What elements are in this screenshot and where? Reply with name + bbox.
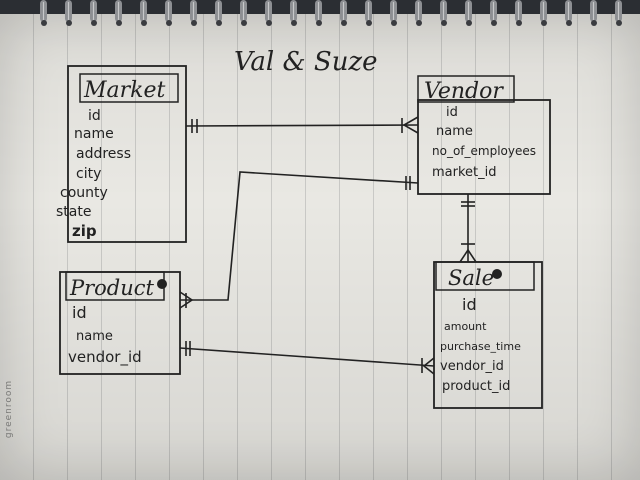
binding-hole (441, 20, 447, 26)
vendor-title: Vendor (424, 79, 504, 104)
sale-field: id (462, 295, 477, 314)
relationship-vendor-sale (459, 194, 477, 263)
crows-foot-icon (402, 116, 419, 134)
crows-foot-icon (459, 248, 477, 263)
crows-foot-icon (179, 291, 194, 309)
notebook-brand-label: greenroom (4, 379, 15, 439)
binding-hole (591, 20, 597, 26)
primary-key-marker-icon (157, 279, 167, 289)
sale-header (435, 261, 535, 291)
product-title: Product (69, 276, 155, 300)
sale-field: purchase_time (440, 340, 521, 353)
binding-hole (291, 20, 297, 26)
binding-hole (116, 20, 122, 26)
vendor-field: market_id (432, 165, 497, 180)
sale-title: Sale (448, 266, 494, 290)
entity-market: Market id name address city county state… (56, 65, 187, 243)
notebook-paper (0, 14, 640, 480)
market-header (79, 73, 179, 103)
market-title: Market (83, 78, 166, 103)
market-box (67, 65, 187, 243)
binding-hole (191, 20, 197, 26)
market-field: zip (72, 222, 97, 240)
entity-sale: Sale id amount purchase_time vendor_id p… (433, 261, 543, 409)
entity-vendor: Vendor id name no_of_employees market_id (417, 75, 551, 195)
binding-hole (416, 20, 422, 26)
vendor-box (417, 99, 551, 195)
binding-hole (216, 20, 222, 26)
binding-hole (541, 20, 547, 26)
market-field: county (60, 185, 108, 201)
binding-hole (141, 20, 147, 26)
product-field: name (76, 329, 113, 344)
relationship-market-vendor (185, 116, 419, 134)
vendor-field: name (436, 124, 473, 139)
market-field: id (88, 108, 101, 124)
primary-key-marker-icon (492, 269, 502, 279)
sale-field: amount (444, 320, 487, 333)
market-field: city (76, 166, 101, 182)
sale-field: vendor_id (440, 359, 504, 374)
product-field: id (72, 303, 87, 322)
diagram-title: Val & Suze (234, 47, 378, 77)
binding-hole (241, 20, 247, 26)
binding-hole (166, 20, 172, 26)
binding-hole (616, 20, 622, 26)
market-field: address (76, 146, 131, 162)
binding-hole (366, 20, 372, 26)
product-field: vendor_id (68, 348, 142, 367)
crows-foot-icon (422, 357, 435, 375)
binding-hole (91, 20, 97, 26)
binding-hole (566, 20, 572, 26)
vendor-field: no_of_employees (432, 144, 536, 158)
relationship-product-sale (179, 341, 435, 375)
binding-hole (516, 20, 522, 26)
market-field: state (56, 204, 91, 220)
sale-field: product_id (442, 379, 510, 394)
binding-hole (341, 20, 347, 26)
entity-product: Product id name vendor_id (59, 271, 181, 375)
vendor-header (417, 75, 515, 103)
market-field: name (74, 126, 114, 142)
binding-hole (266, 20, 272, 26)
relationship-vendor-product (179, 171, 419, 309)
binding-hole (41, 20, 47, 26)
binding-hole (391, 20, 397, 26)
vendor-field: id (446, 105, 458, 120)
binding-hole (316, 20, 322, 26)
binding-hole (66, 20, 72, 26)
binding-hole (491, 20, 497, 26)
binding-hole (466, 20, 472, 26)
